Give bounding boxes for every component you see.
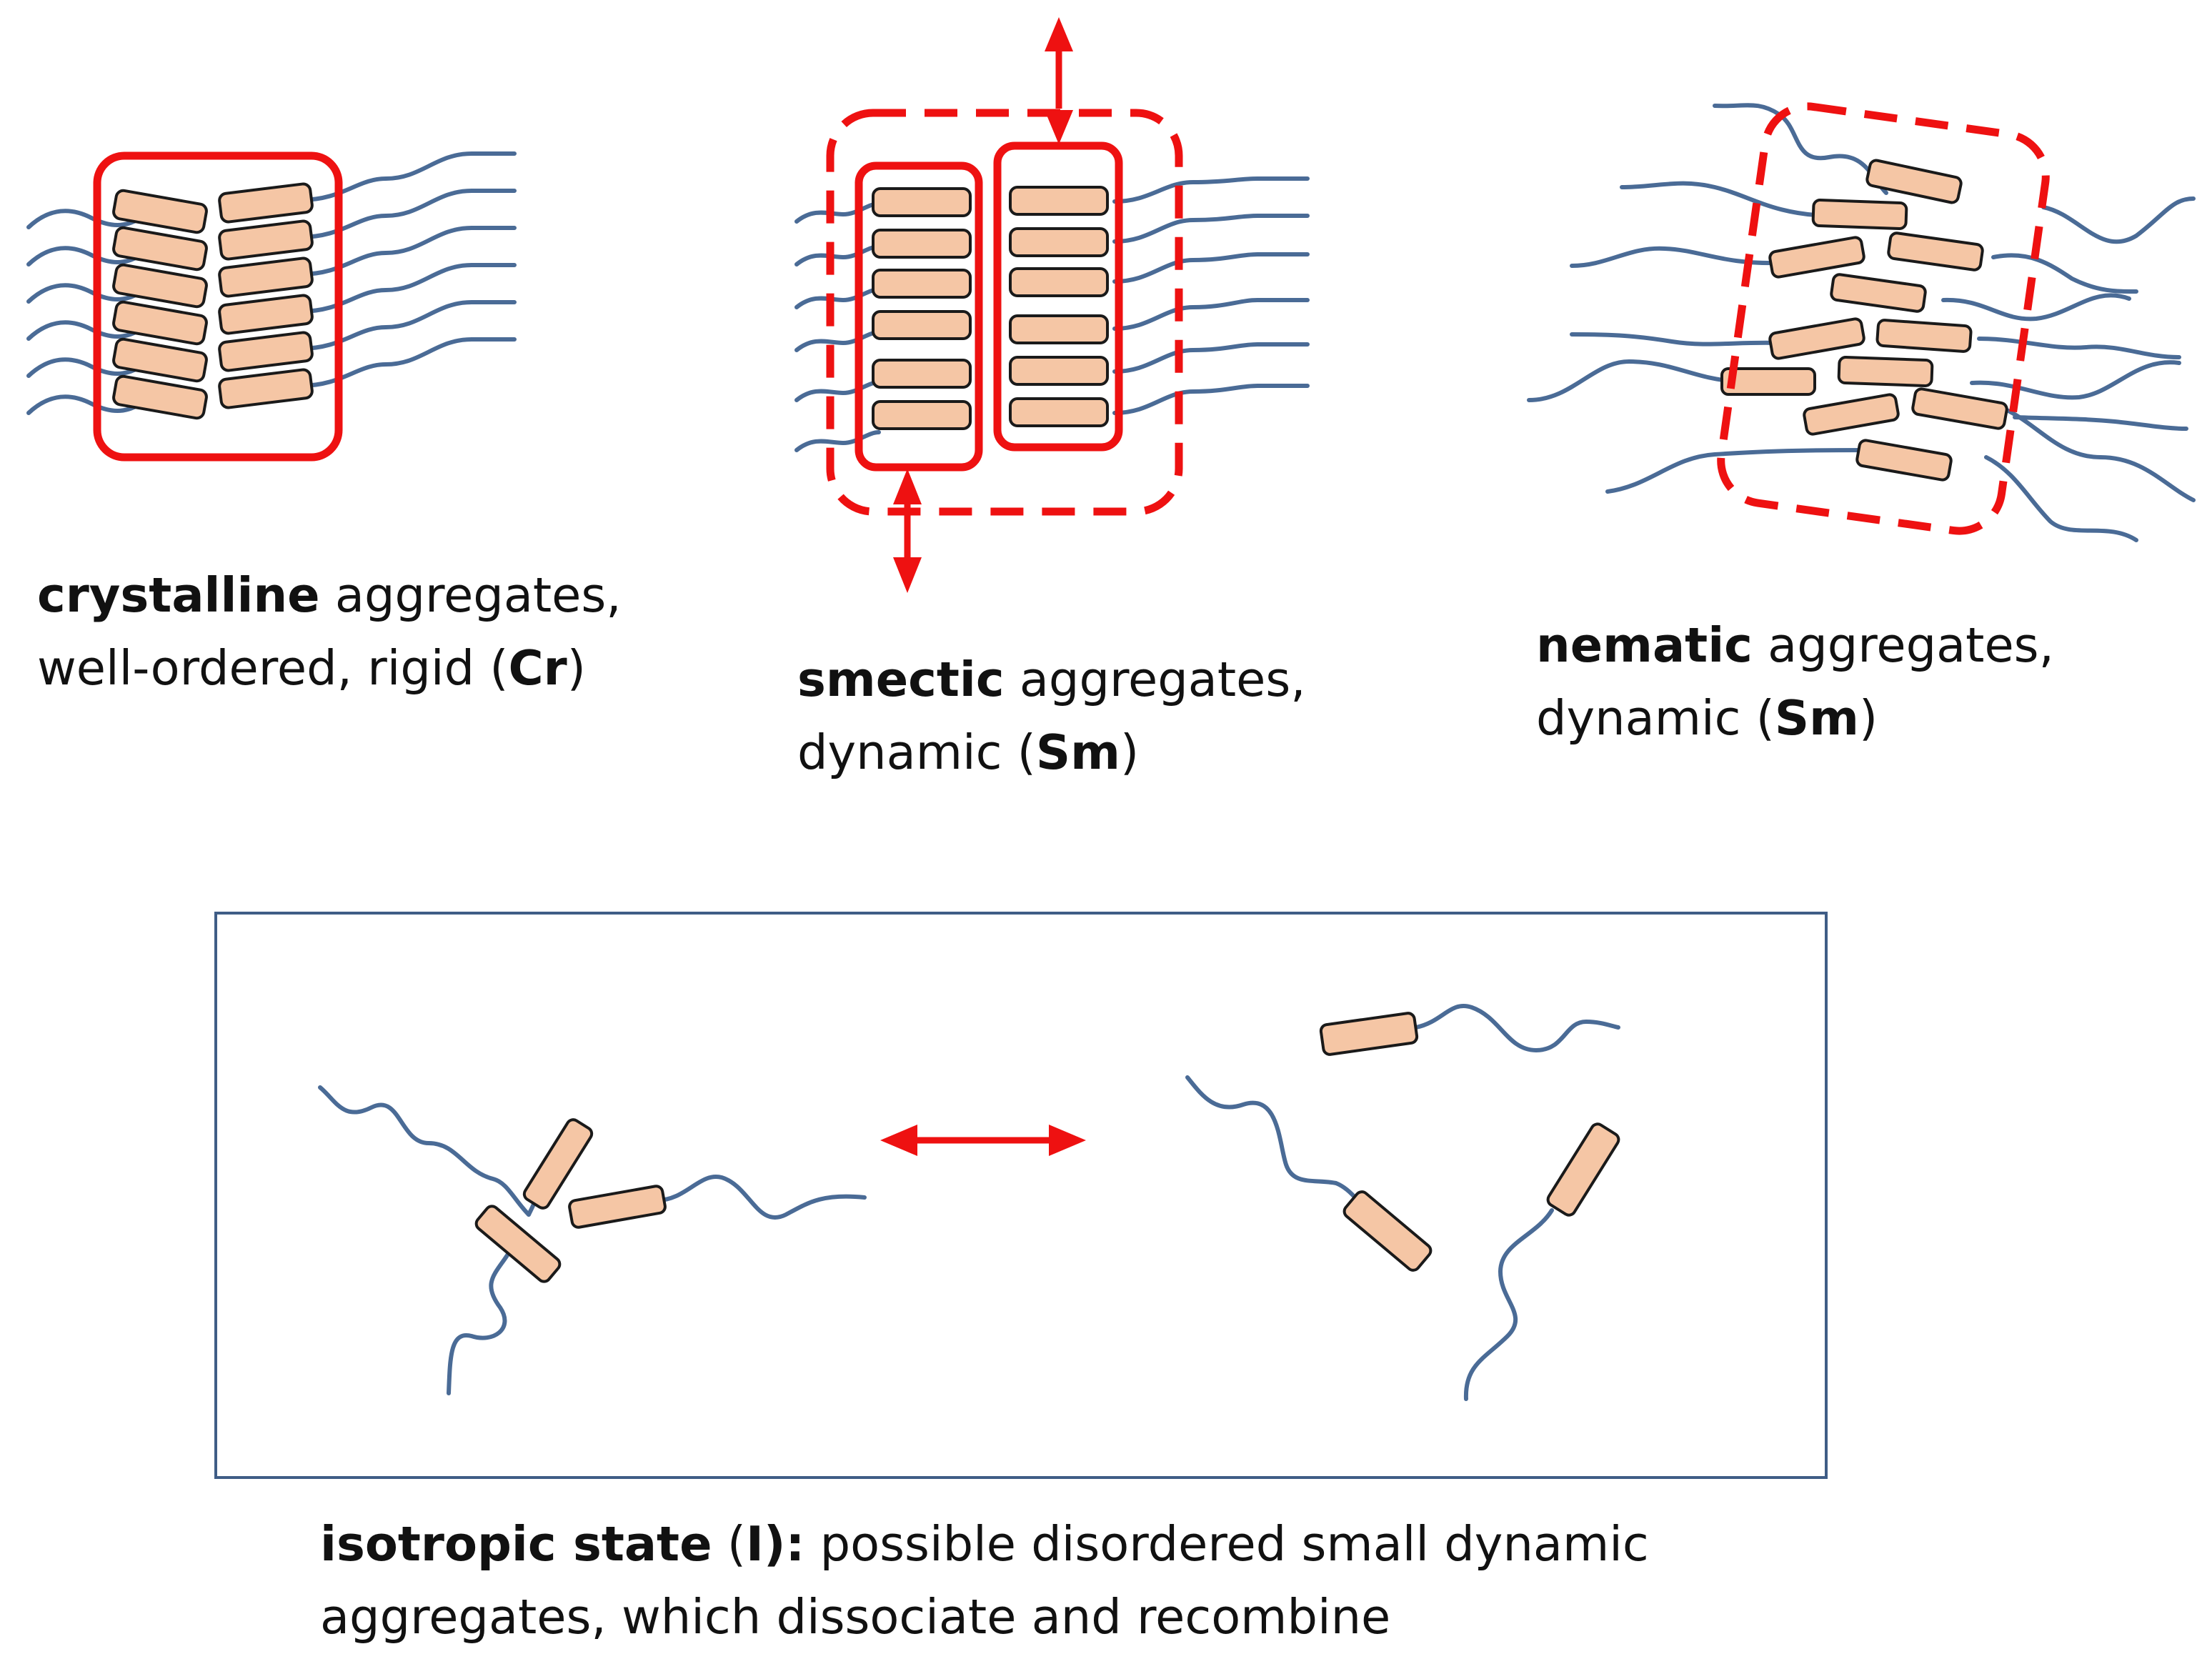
smectic-layer-left <box>855 161 983 472</box>
crystalline-caption-line2: well-ordered, rigid (Cr) <box>37 632 622 704</box>
crystalline-caption-text: aggregates, <box>319 567 622 623</box>
isotropic-mesogen <box>1319 1012 1419 1056</box>
isotropic-caption: isotropic state (I): possible disordered… <box>320 1508 1649 1653</box>
smectic-caption-line1: smectic aggregates, <box>797 643 1306 716</box>
isotropic-caption-line1: isotropic state (I): possible disordered… <box>320 1508 1649 1580</box>
smectic-caption-close: ) <box>1120 724 1140 780</box>
isotropic-aggregate-cluster <box>318 1085 867 1395</box>
nematic-term: nematic <box>1536 617 1753 673</box>
nematic-caption-text: aggregates, <box>1752 617 2054 673</box>
smectic-symbol: Sm <box>1035 724 1120 780</box>
nematic-caption-line1: nematic aggregates, <box>1536 609 2054 682</box>
smectic-top-arrow <box>1045 17 1073 144</box>
crystalline-symbol: Cr <box>508 640 567 696</box>
nematic-dashed-outline <box>1717 102 2050 535</box>
isotropic-paren-open: ( <box>712 1516 746 1572</box>
smectic-dashed-outline <box>826 109 1183 516</box>
nematic-caption-close: ) <box>1858 690 1878 746</box>
crystalline-mesogens-left <box>112 189 208 420</box>
smectic-bottom-arrow <box>893 469 922 593</box>
isotropic-caption-text: possible disordered small dynamic <box>804 1516 1649 1572</box>
isotropic-mesogen <box>474 1205 562 1283</box>
smectic-chains-left <box>794 201 881 452</box>
isotropic-mesogen <box>568 1185 667 1229</box>
dissociation-equilibrium-arrow <box>880 1125 1086 1156</box>
isotropic-term: isotropic state <box>320 1516 712 1572</box>
nematic-caption-line2: dynamic (Sm) <box>1536 682 2054 754</box>
nematic-chains <box>1527 103 2196 542</box>
crystalline-caption-close: ) <box>567 640 586 696</box>
isotropic-caption-line2: aggregates, which dissociate and recombi… <box>320 1589 1391 1645</box>
nematic-aggregate <box>1527 102 2196 542</box>
isotropic-frame <box>214 912 1828 1479</box>
smectic-caption-line2: dynamic (Sm) <box>797 716 1306 789</box>
smectic-chains-right <box>1112 176 1310 415</box>
crystalline-caption: crystalline aggregates, well-ordered, ri… <box>37 559 622 704</box>
nematic-caption-desc: dynamic ( <box>1536 690 1775 746</box>
smectic-aggregate <box>794 17 1310 593</box>
smectic-term: smectic <box>797 652 1005 707</box>
isotropic-paren-close: ): <box>763 1516 805 1572</box>
crystalline-chains-right <box>298 151 517 388</box>
crystalline-term: crystalline <box>37 567 320 623</box>
smectic-caption-desc: dynamic ( <box>797 724 1036 780</box>
nematic-mesogens <box>1720 159 2008 482</box>
crystalline-mesogens-right <box>218 182 314 409</box>
isotropic-mesogen <box>1342 1190 1433 1272</box>
crystalline-chains-left <box>26 209 141 415</box>
crystalline-aggregate <box>26 151 517 462</box>
isotropic-free-molecules <box>1185 1004 1620 1401</box>
nematic-caption: nematic aggregates, dynamic (Sm) <box>1536 609 2054 754</box>
crystalline-caption-desc: well-ordered, rigid ( <box>37 640 509 696</box>
isotropic-mesogen <box>1546 1122 1620 1217</box>
isotropic-symbol: I <box>745 1516 764 1572</box>
smectic-caption: smectic aggregates, dynamic (Sm) <box>797 643 1306 789</box>
crystalline-outline <box>93 151 343 462</box>
crystalline-caption-line1: crystalline aggregates, <box>37 559 622 632</box>
smectic-caption-text: aggregates, <box>1004 652 1306 707</box>
nematic-symbol: Sm <box>1774 690 1859 746</box>
smectic-layer-right <box>993 141 1123 452</box>
isotropic-mesogen <box>522 1118 594 1210</box>
